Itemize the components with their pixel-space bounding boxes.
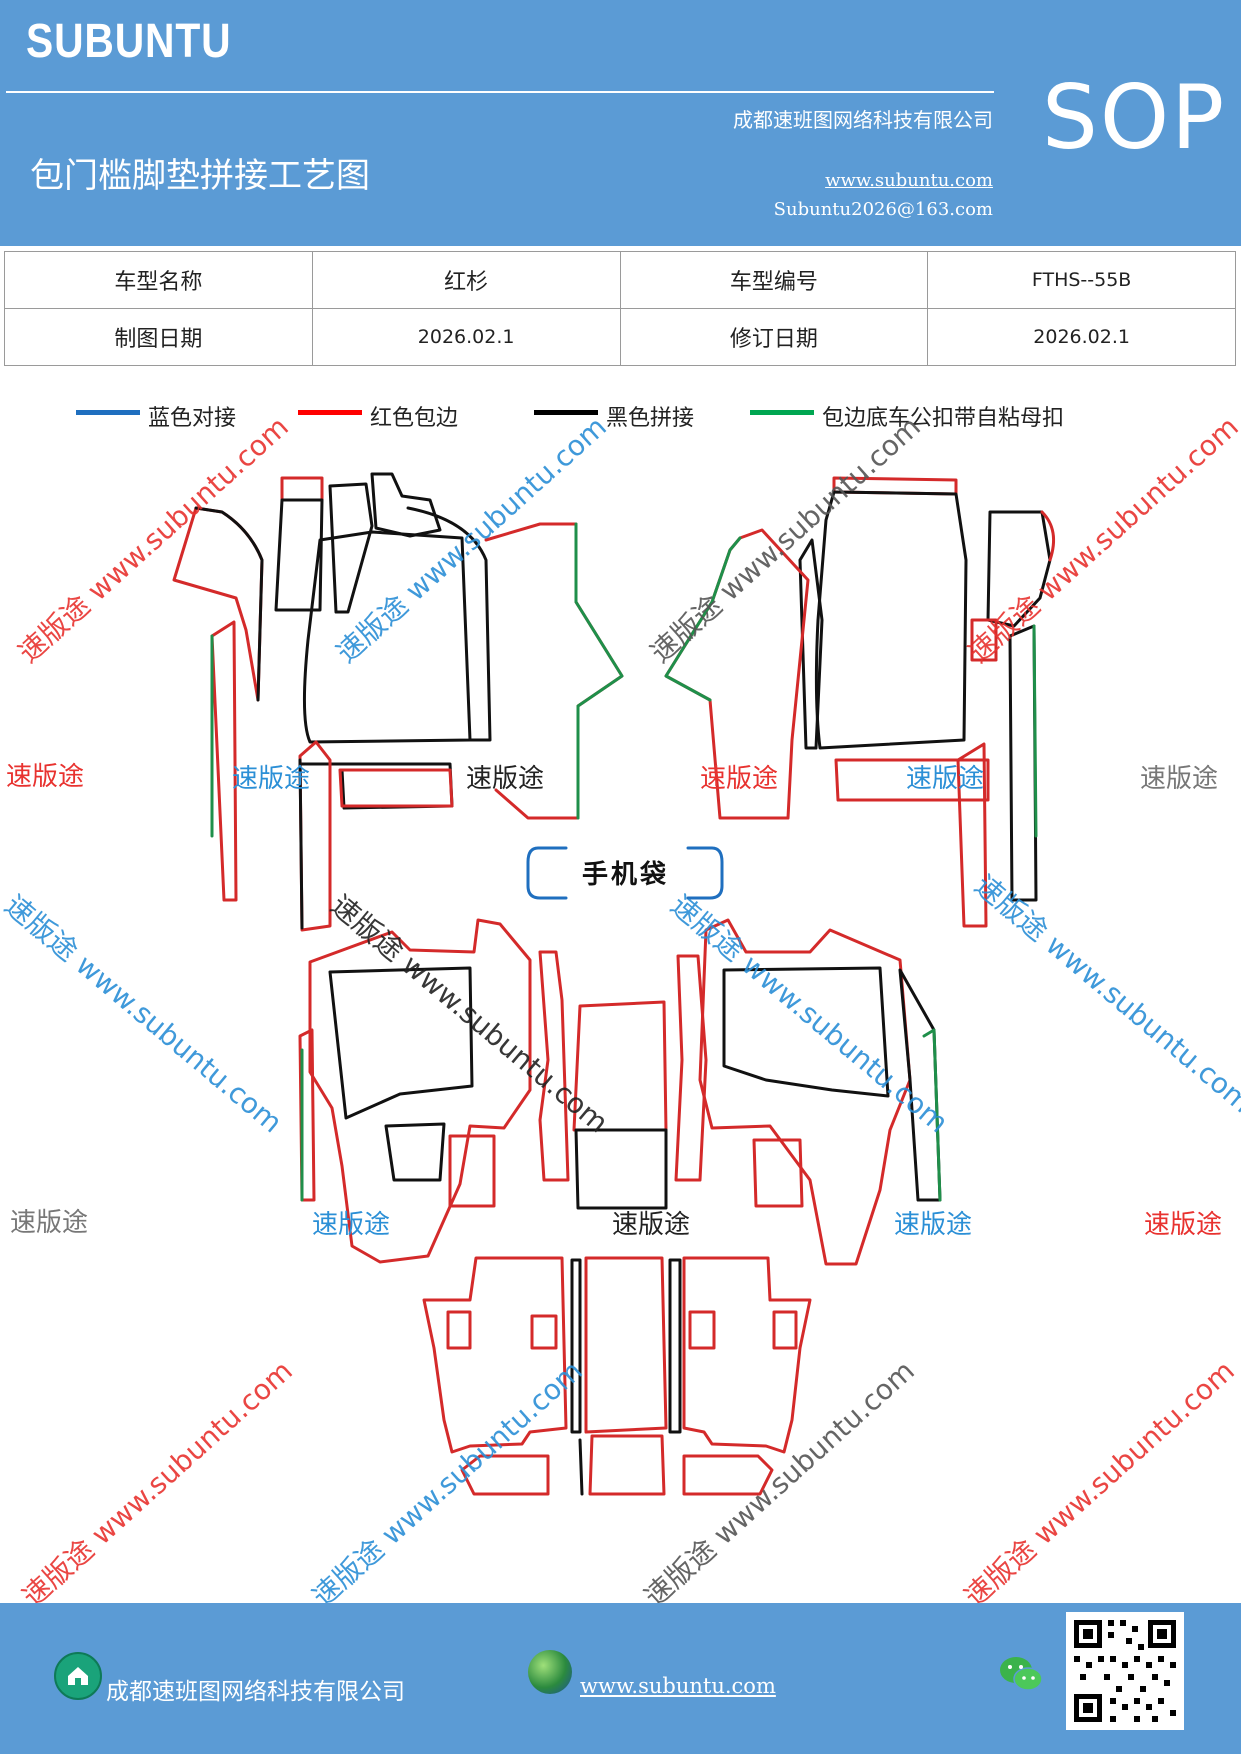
doc-type-label: SOP (1042, 66, 1227, 169)
phone-bag-label: 手机袋 (582, 860, 670, 890)
watermark-brand: 速版途 (6, 762, 85, 792)
legend-label: 红色包边 (370, 406, 459, 431)
front-left-mat-group (172, 472, 624, 932)
front-right-mat-group (664, 476, 1056, 928)
value-cell: 2026.02.1 (311, 308, 621, 366)
legend-swatch (76, 410, 140, 415)
watermark-brand: 速版途 (1140, 764, 1219, 794)
watermark-brand: 速版途 (232, 764, 311, 794)
label-cell: 修订日期 (619, 308, 929, 366)
rear-row-mat-group (422, 1256, 812, 1496)
middle-row-mat-group (298, 918, 942, 1266)
watermark-brand: 速版途 (312, 1210, 391, 1240)
qr-code-graphic (1074, 1620, 1176, 1722)
watermark-brand: 速版途 (906, 764, 985, 794)
watermark-brand: 速版途 (10, 1208, 89, 1238)
header-website-link[interactable]: www.subuntu.com (825, 170, 993, 191)
header-company: 成都速班图网络科技有限公司 (733, 108, 993, 132)
label-cell: 车型名称 (4, 251, 313, 309)
vehicle-info-table: 车型名称 红杉 车型编号 FTHS--55B 制图日期 2026.02.1 修订… (4, 251, 1236, 366)
brand-logo: SUBUNTU (26, 15, 232, 68)
home-icon (54, 1652, 102, 1700)
watermark-brand: 速版途 (612, 1210, 691, 1240)
value-cell: FTHS--55B (927, 251, 1236, 309)
table-row: 制图日期 2026.02.1 修订日期 2026.02.1 (4, 308, 1236, 366)
qr-code[interactable] (1066, 1612, 1184, 1730)
legend-label: 黑色拼接 (606, 406, 695, 431)
header-divider (6, 91, 994, 93)
legend-swatch (298, 410, 362, 415)
footer-website-link[interactable]: www.subuntu.com (580, 1674, 776, 1698)
header-banner: SUBUNTU 成都速班图网络科技有限公司 包门槛脚垫拼接工艺图 www.sub… (0, 0, 1241, 246)
watermark-brand: 速版途 (700, 764, 779, 794)
legend-label: 包边底车公扣带自粘母扣 (822, 406, 1065, 431)
legend-swatch (534, 410, 598, 415)
value-cell: 2026.02.1 (927, 308, 1236, 366)
legend-swatch (750, 410, 814, 415)
phone-bag-marks (526, 846, 724, 900)
value-cell: 红杉 (311, 251, 621, 309)
watermark-brand: 速版途 (1144, 1210, 1223, 1240)
table-row: 车型名称 红杉 车型编号 FTHS--55B (4, 251, 1236, 309)
label-cell: 车型编号 (619, 251, 929, 309)
label-cell: 制图日期 (4, 308, 313, 366)
watermark-brand: 速版途 (466, 764, 545, 794)
footer-company: 成都速班图网络科技有限公司 (106, 1679, 405, 1705)
header-email: Subuntu2026@163.com (773, 199, 993, 220)
legend-label: 蓝色对接 (148, 406, 237, 431)
wechat-icon[interactable] (998, 1654, 1044, 1694)
globe-icon (528, 1650, 572, 1694)
document-title: 包门槛脚垫拼接工艺图 (30, 156, 370, 196)
watermark-brand: 速版途 (894, 1210, 973, 1240)
